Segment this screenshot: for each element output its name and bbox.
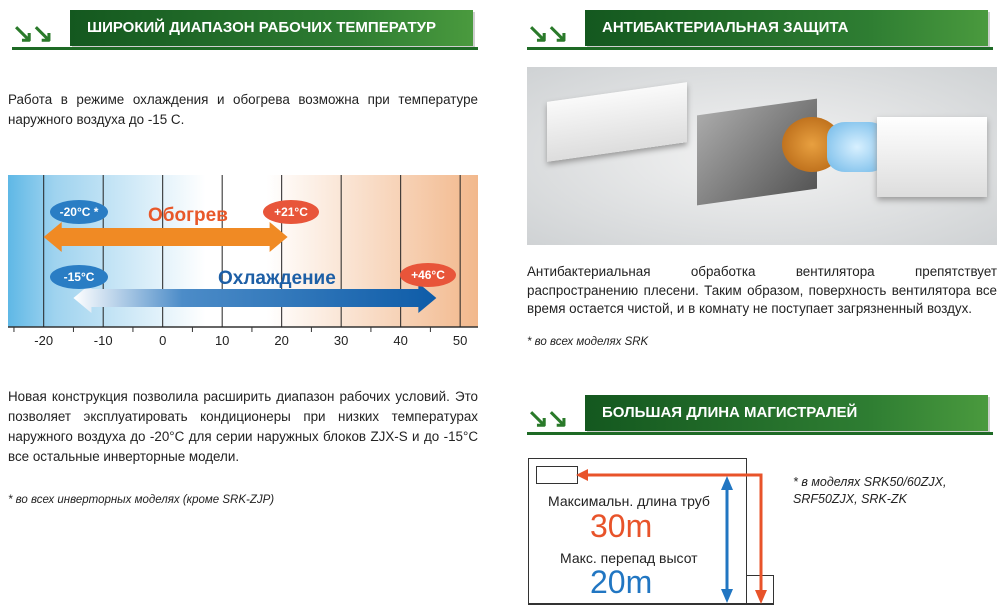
section-title: ШИРОКИЙ ДИАПАЗОН РАБОЧИХ ТЕМПЕРАТУР bbox=[70, 10, 473, 46]
cooling-min-badge: -15°C bbox=[50, 265, 108, 289]
intro-text: Работа в режиме охлаждения и обогрева во… bbox=[8, 92, 478, 127]
heating-min-badge: -20°C * bbox=[50, 200, 108, 224]
section-title: БОЛЬШАЯ ДЛИНА МАГИСТРАЛЕЙ bbox=[585, 395, 988, 431]
divider bbox=[527, 432, 993, 435]
pipe-footnote-1: * в моделях SRK50/60ZJX, bbox=[793, 475, 947, 489]
heating-max-badge: +21°C bbox=[263, 200, 319, 224]
antibacterial-footnote: * во всех моделях SRK bbox=[527, 336, 649, 348]
divider bbox=[527, 47, 993, 50]
section-header-pipe-length: ↘↘ БОЛЬШАЯ ДЛИНА МАГИСТРАЛЕЙ bbox=[527, 395, 993, 441]
tick-label: 0 bbox=[159, 333, 166, 348]
heating-range-arrow bbox=[43, 222, 288, 252]
body-text: Новая конструкция позволила расширить ди… bbox=[8, 389, 478, 464]
double-arrow-icon: ↘↘ bbox=[527, 403, 569, 433]
air-conditioner-image bbox=[527, 67, 997, 245]
tick-label: 10 bbox=[215, 333, 229, 348]
antibacterial-text: Антибактериальная обработка вентилятора … bbox=[527, 264, 997, 316]
tick-label: 50 bbox=[453, 333, 467, 348]
pipe-diagram: Максимальн. длина труб 30m Макс. перепад… bbox=[528, 458, 778, 608]
footnote: * во всех инверторных моделях (кроме SRK… bbox=[8, 494, 275, 506]
tick-label: -20 bbox=[34, 333, 53, 348]
temperature-range-chart: -20 -10 0 10 20 30 40 50 bbox=[8, 175, 478, 348]
pipe-length-label: Максимальн. длина труб bbox=[548, 493, 710, 509]
pipe-length-value: 30m bbox=[590, 508, 653, 544]
pipe-arrows bbox=[576, 469, 767, 604]
height-diff-value: 20m bbox=[590, 564, 653, 600]
heating-label: Обогрев bbox=[148, 205, 228, 226]
height-diff-label: Макс. перепад высот bbox=[560, 550, 698, 566]
double-arrow-icon: ↘↘ bbox=[527, 18, 569, 48]
tick-label: 40 bbox=[393, 333, 407, 348]
temperature-chart: -20 -10 0 10 20 30 40 50 Обогрев Охлаждение -20… bbox=[8, 175, 478, 350]
tick-label: 20 bbox=[274, 333, 288, 348]
cooling-label: Охлаждение bbox=[218, 268, 336, 289]
pipe-footnote-2: SRF50ZJX, SRK-ZK bbox=[793, 492, 907, 506]
section-header-antibacterial: ↘↘ АНТИБАКТЕРИАЛЬНАЯ ЗАЩИТА bbox=[527, 10, 993, 56]
double-arrow-icon: ↘↘ bbox=[12, 18, 54, 48]
tick-label: -10 bbox=[94, 333, 113, 348]
tick-label: 30 bbox=[334, 333, 348, 348]
room-frame bbox=[528, 458, 747, 605]
cooling-max-badge: +46°C bbox=[400, 263, 456, 287]
cooling-range-arrow bbox=[73, 283, 437, 313]
section-title: АНТИБАКТЕРИАЛЬНАЯ ЗАЩИТА bbox=[585, 10, 988, 46]
section-header-temperature: ↘↘ ШИРОКИЙ ДИАПАЗОН РАБОЧИХ ТЕМПЕРАТУР bbox=[12, 10, 478, 56]
divider bbox=[12, 47, 478, 50]
